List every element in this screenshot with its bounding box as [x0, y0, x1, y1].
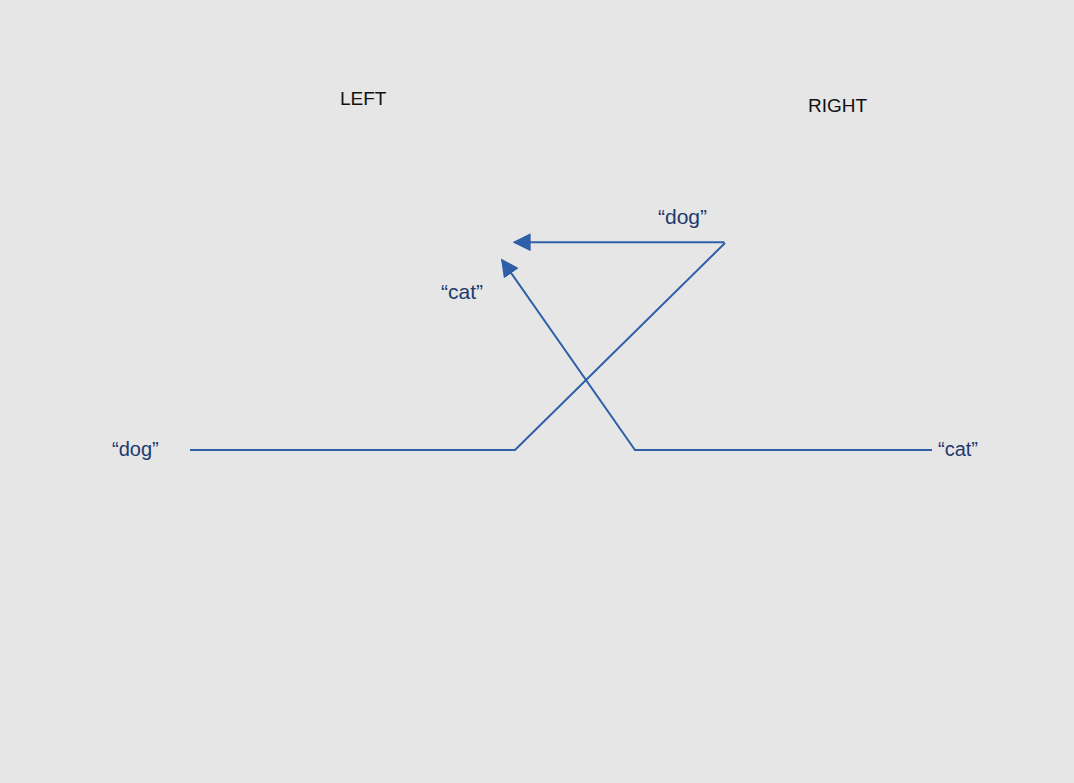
page-ground: [12, 12, 1062, 783]
hemisphere-outline: [588, 105, 770, 385]
word-label: “cat”: [441, 280, 483, 304]
cat-pathway-line: [502, 260, 932, 450]
side-label: RIGHT: [808, 95, 867, 117]
hemisphere-outline: [375, 100, 580, 385]
stimulus-word: “cat”: [938, 438, 978, 461]
head-outline: [225, 45, 955, 783]
hemisphere-fill: [590, 107, 767, 383]
transfer-arrow: [514, 241, 724, 243]
dog-pathway-line: [190, 243, 725, 450]
brain-hemisphere: “dog”: [588, 105, 770, 385]
word-label: “dog”: [658, 205, 707, 229]
brain-hemisphere: “cat”: [375, 100, 580, 385]
stimulus-word: “dog”: [112, 438, 159, 461]
hemisphere-fill: [377, 102, 577, 383]
side-label: LEFT: [340, 88, 386, 110]
